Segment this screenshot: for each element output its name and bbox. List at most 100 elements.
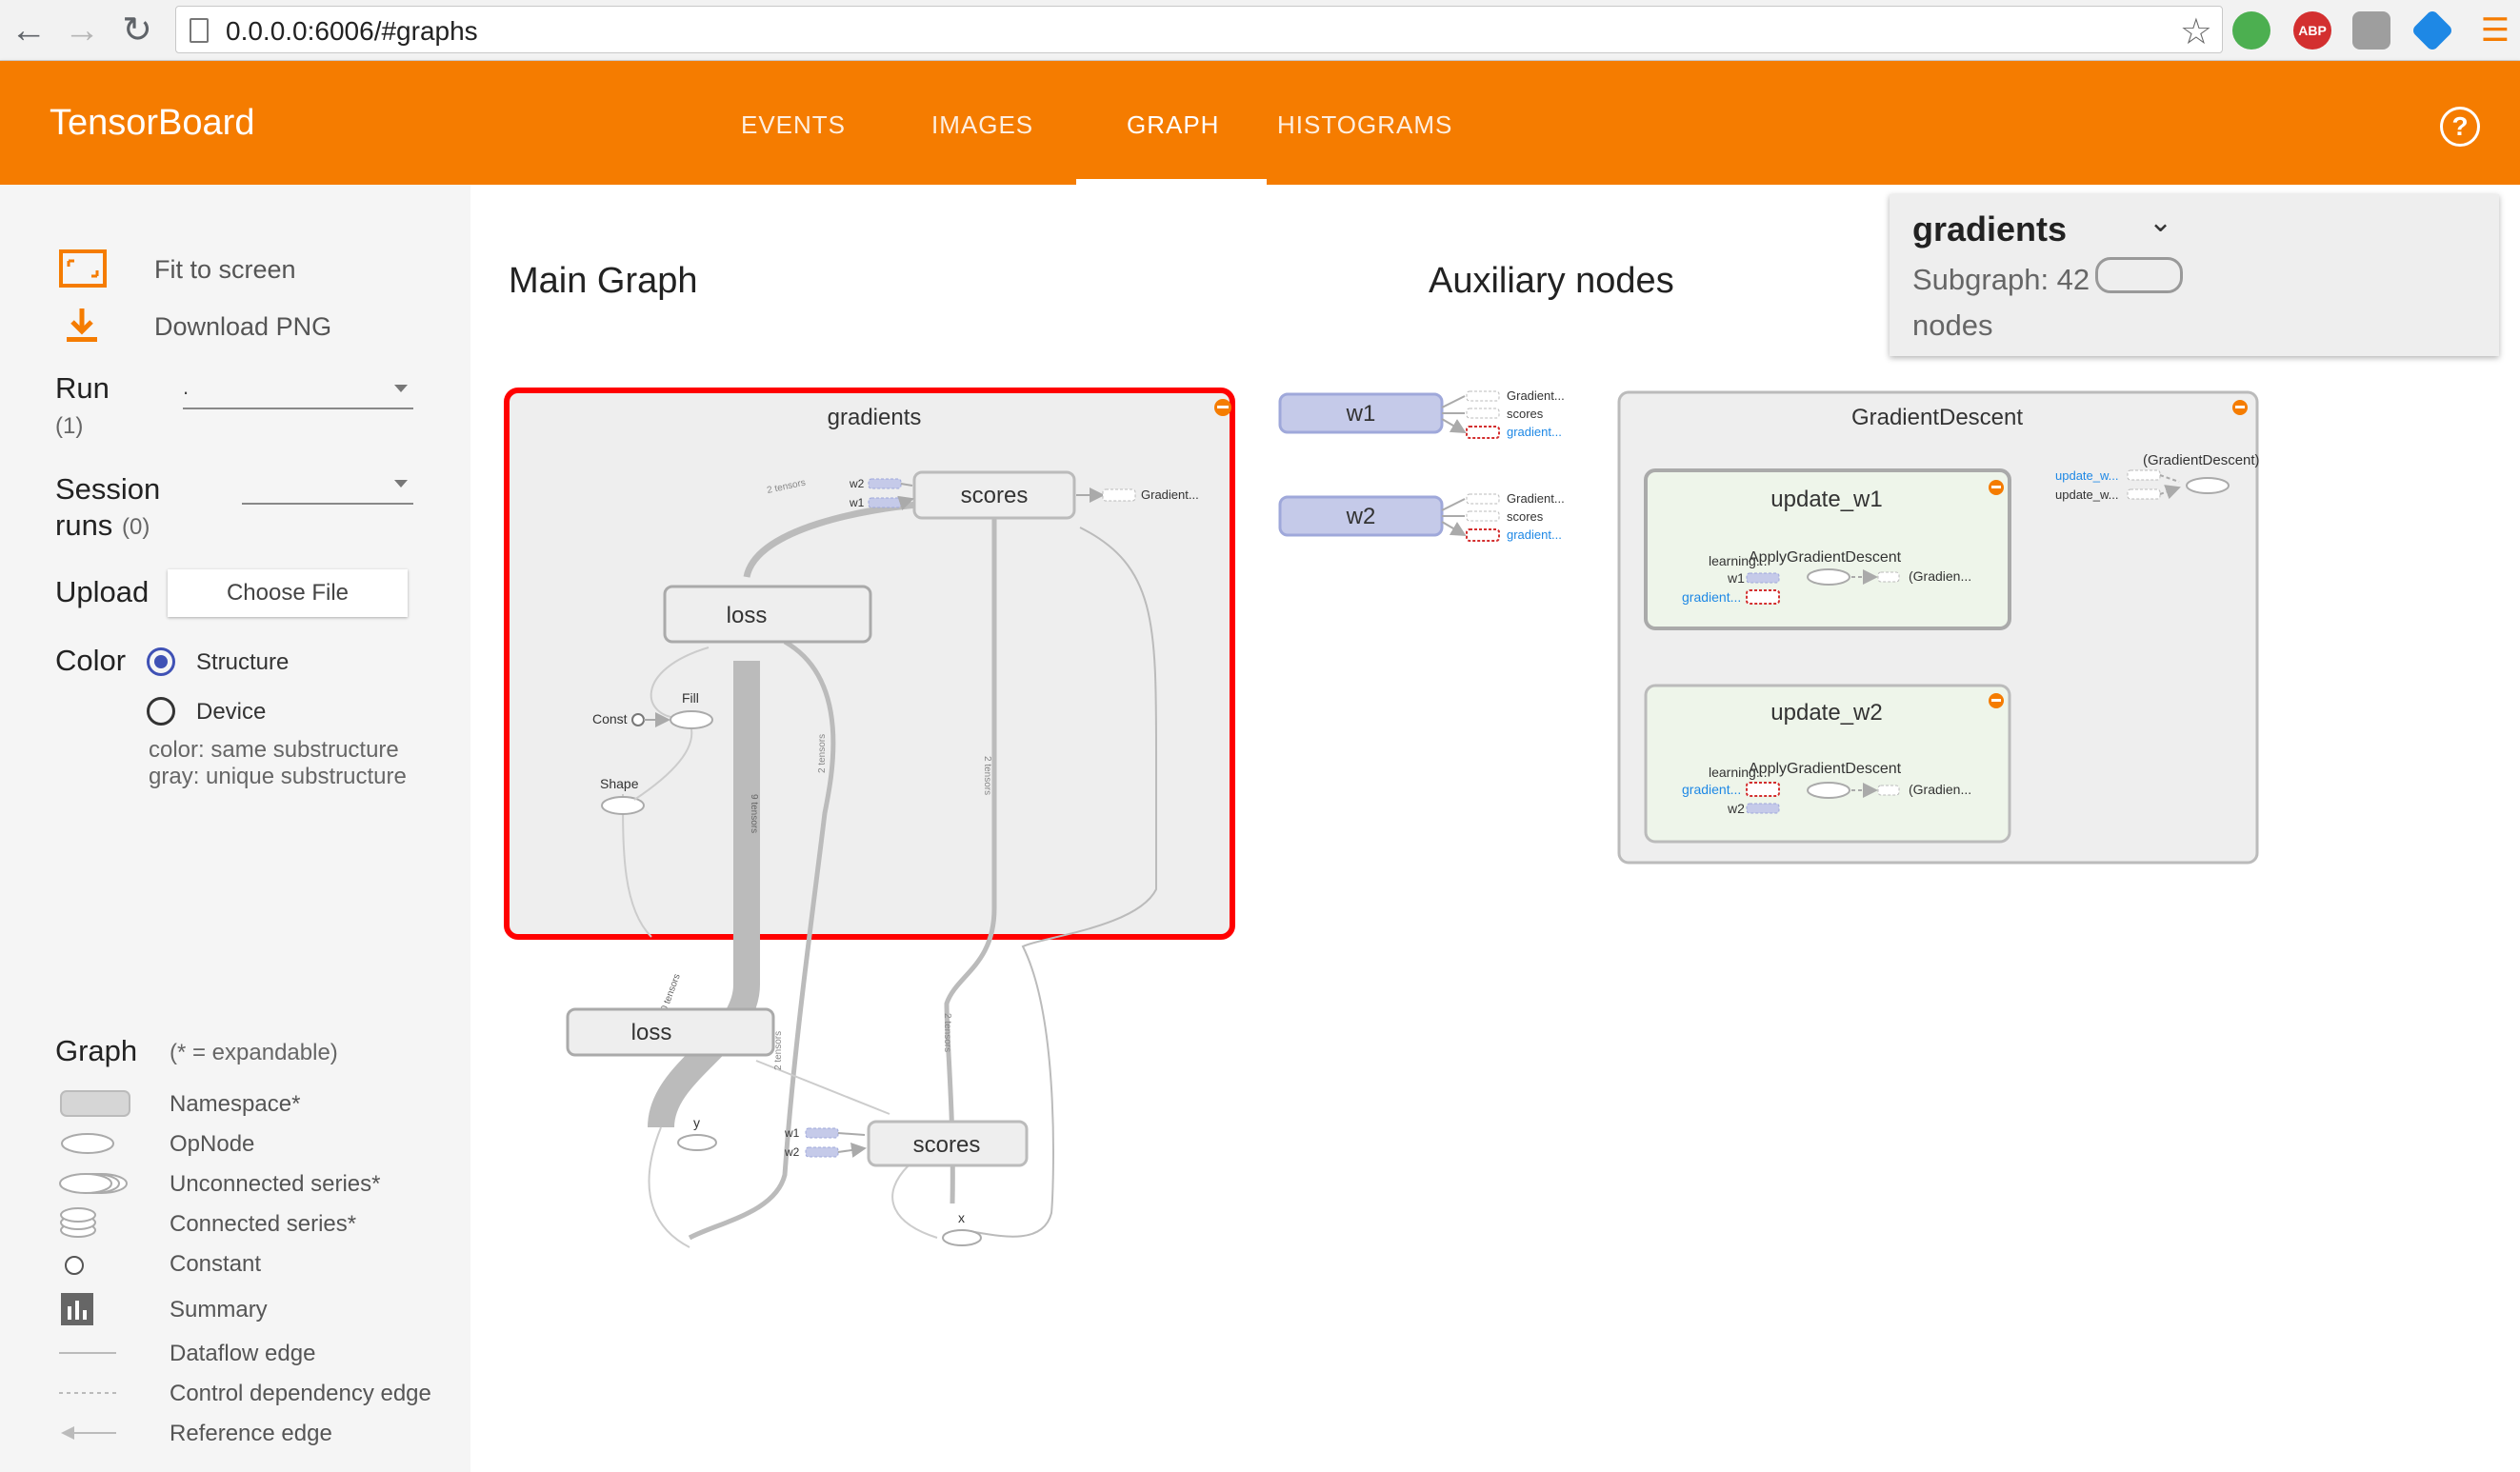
abp-icon[interactable]: ABP bbox=[2293, 11, 2331, 50]
const-label: Const bbox=[592, 711, 628, 726]
shape-label: Shape bbox=[600, 776, 639, 791]
download-icon[interactable] bbox=[63, 307, 101, 345]
node-info-card: gradients ⌄ Subgraph: 42 nodes bbox=[1890, 194, 2499, 356]
gradients-label: gradients bbox=[828, 405, 922, 430]
aux-w1-out1: Gradient... bbox=[1507, 388, 1565, 403]
constant-icon bbox=[65, 1256, 84, 1275]
color-note-1: color: same substructure bbox=[149, 737, 399, 763]
inner-w2-label: w2 bbox=[849, 477, 865, 490]
blue-extension-icon[interactable] bbox=[2410, 9, 2454, 52]
edge-label: 2 tensors bbox=[982, 756, 992, 795]
address-bar[interactable]: 0.0.0.0:6006/#graphs ☆ bbox=[175, 6, 2223, 53]
tab-events[interactable]: EVENTS bbox=[741, 110, 847, 139]
device-radio[interactable] bbox=[147, 697, 175, 726]
inner-scores-node[interactable]: scores bbox=[912, 470, 1076, 520]
graph-svg[interactable]: gradients 2 tensors 9 tensors 2 tensors … bbox=[470, 185, 2520, 1472]
outer-scores-node[interactable]: scores bbox=[867, 1120, 1029, 1167]
chevron-down-icon[interactable]: ⌄ bbox=[2149, 207, 2173, 238]
chrome-extension-icon[interactable] bbox=[2232, 11, 2270, 50]
update-w1-gradient[interactable]: gradient... bbox=[1682, 589, 1741, 605]
legend-opnode: OpNode bbox=[170, 1131, 255, 1157]
menu-icon[interactable]: ☰ bbox=[2480, 12, 2510, 49]
run-dropdown[interactable]: . bbox=[183, 375, 413, 409]
update-w1-gradien: (Gradien... bbox=[1909, 568, 1971, 584]
apply-gd-node-2[interactable] bbox=[1807, 782, 1850, 799]
fit-to-screen-icon[interactable] bbox=[59, 249, 107, 288]
choose-file-button[interactable]: Choose File bbox=[168, 569, 408, 617]
device-label[interactable]: Device bbox=[196, 699, 267, 725]
y-node[interactable] bbox=[677, 1134, 717, 1151]
legend-title: Graph bbox=[55, 1034, 138, 1067]
app-title: TensorBoard bbox=[50, 103, 255, 143]
session-runs-dropdown[interactable] bbox=[242, 470, 413, 505]
control-edge-icon bbox=[59, 1392, 116, 1394]
outer-loss-node[interactable]: loss bbox=[566, 1007, 775, 1057]
aux-w2-out3[interactable]: gradient... bbox=[1507, 527, 1562, 542]
app-header: TensorBoard EVENTS IMAGES GRAPH HISTOGRA… bbox=[0, 61, 2520, 185]
back-arrow-icon[interactable]: ← bbox=[10, 10, 47, 50]
update-w2-apply: ApplyGradientDescent bbox=[1749, 761, 1902, 777]
const-node[interactable] bbox=[631, 713, 645, 726]
color-note-2: gray: unique substructure bbox=[149, 764, 407, 789]
outer-loss-label: loss bbox=[631, 1020, 672, 1045]
chevron-down-icon bbox=[394, 385, 408, 392]
inner-gradient-label: Gradient... bbox=[1141, 487, 1199, 502]
aux-w2-node[interactable]: w2 bbox=[1278, 495, 1444, 537]
bookmark-star-icon[interactable]: ☆ bbox=[2179, 12, 2212, 52]
shape-node[interactable] bbox=[601, 796, 645, 815]
scores-label: scores bbox=[961, 483, 1029, 508]
gradients-namespace[interactable]: gradients bbox=[504, 388, 1235, 940]
outer-w1-label: w1 bbox=[784, 1126, 800, 1140]
aux-w2-label: w2 bbox=[1346, 504, 1376, 529]
structure-radio[interactable] bbox=[147, 647, 175, 676]
reload-icon[interactable]: ↻ bbox=[122, 10, 152, 50]
forward-arrow-icon[interactable]: → bbox=[64, 10, 100, 50]
inner-loss-node[interactable]: loss bbox=[663, 585, 872, 644]
outer-w2-label: w2 bbox=[784, 1145, 800, 1159]
aux-w1-out2: scores bbox=[1507, 407, 1544, 421]
loss-label: loss bbox=[727, 603, 768, 628]
gd-noop-node[interactable] bbox=[2186, 477, 2230, 494]
session-count: (0) bbox=[122, 514, 150, 540]
x-node[interactable] bbox=[942, 1229, 982, 1246]
update-w2-gradien: (Gradien... bbox=[1909, 782, 1971, 797]
session-runs-label: runs bbox=[55, 508, 113, 542]
fill-label: Fill bbox=[682, 690, 699, 706]
tab-images[interactable]: IMAGES bbox=[931, 110, 1034, 139]
tab-graph[interactable]: GRAPH bbox=[1127, 110, 1220, 139]
gd-update-w1-link[interactable]: update_w... bbox=[2055, 468, 2119, 483]
run-label: Run bbox=[55, 371, 110, 405]
legend-dataflow: Dataflow edge bbox=[170, 1341, 316, 1366]
structure-label[interactable]: Structure bbox=[196, 649, 290, 675]
edge-label: 2 tensors bbox=[773, 1031, 784, 1070]
fill-node[interactable] bbox=[670, 710, 713, 729]
download-png-label[interactable]: Download PNG bbox=[154, 312, 332, 341]
update-w1-learning: learning... bbox=[1709, 553, 1767, 568]
summary-icon bbox=[61, 1293, 93, 1325]
gd-update-w2-label: update_w... bbox=[2055, 487, 2119, 502]
aux-w1-out3[interactable]: gradient... bbox=[1507, 425, 1562, 439]
graph-canvas[interactable]: Main Graph Auxiliary nodes gradients 2 t… bbox=[470, 185, 2520, 1472]
help-icon[interactable]: ? bbox=[2440, 107, 2480, 147]
fit-to-screen-label[interactable]: Fit to screen bbox=[154, 255, 296, 284]
outer-scores-label: scores bbox=[913, 1132, 981, 1158]
update-w2-gradient[interactable]: gradient... bbox=[1682, 782, 1741, 797]
reference-edge-icon bbox=[61, 1426, 116, 1440]
update-w1-apply: ApplyGradientDescent bbox=[1749, 549, 1902, 566]
legend-reference: Reference edge bbox=[170, 1421, 332, 1446]
aux-w1-label: w1 bbox=[1346, 401, 1376, 427]
generic-extension-icon[interactable] bbox=[2352, 11, 2390, 50]
expand-toggle[interactable] bbox=[2095, 257, 2183, 293]
tab-histograms[interactable]: HISTOGRAMS bbox=[1277, 110, 1453, 139]
gradient-descent-label: GradientDescent bbox=[1851, 405, 2023, 430]
run-count: (1) bbox=[55, 413, 84, 439]
update-w1-namespace[interactable]: update_w1 bbox=[1644, 468, 2011, 630]
update-w2-namespace[interactable]: update_w2 bbox=[1644, 684, 2011, 844]
edge-label: 2 tensors bbox=[942, 1013, 952, 1052]
apply-gd-node-1[interactable] bbox=[1807, 568, 1850, 586]
aux-w1-node[interactable]: w1 bbox=[1278, 392, 1444, 434]
run-value: . bbox=[183, 375, 190, 399]
connected-series-icon bbox=[60, 1207, 96, 1238]
update-w2-label: update_w2 bbox=[1770, 700, 1882, 726]
update-w1-w1: w1 bbox=[1727, 570, 1745, 586]
